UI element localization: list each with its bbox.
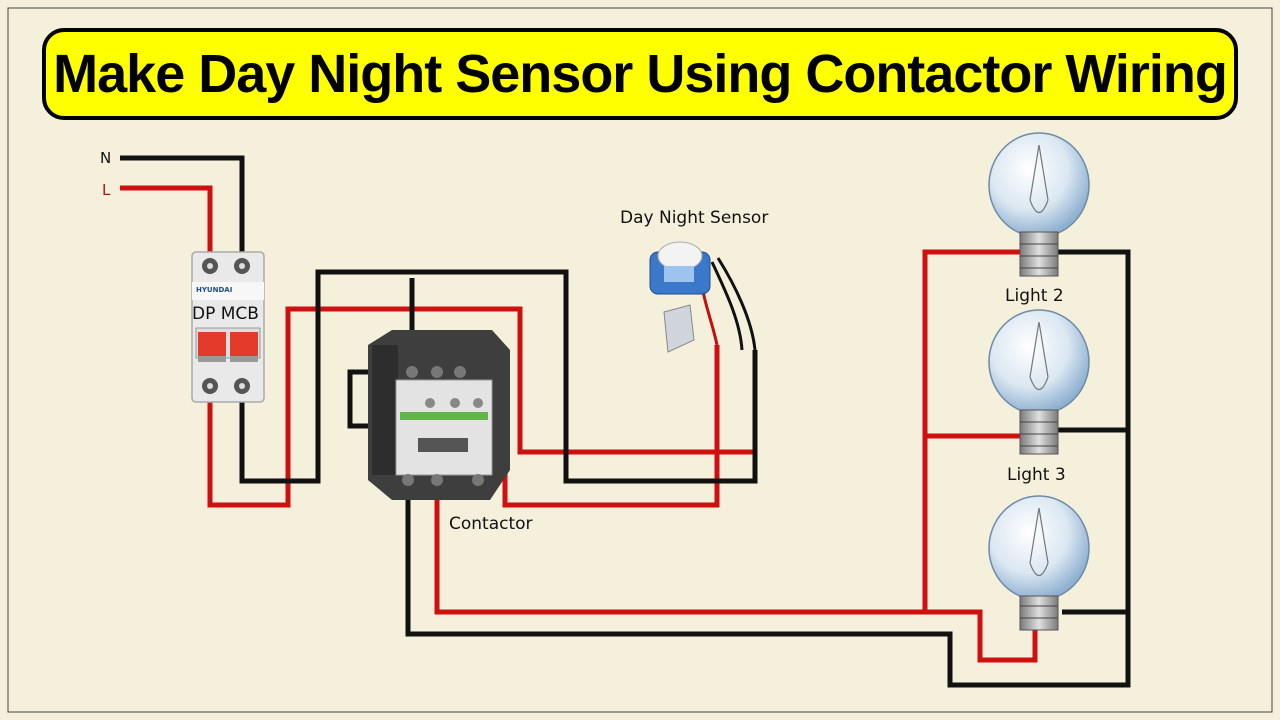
- bulb-light-1: [988, 132, 1090, 277]
- contactor-a1-terminal: [473, 398, 483, 408]
- mcb-toggle-2: [230, 332, 258, 356]
- mcb-label: DP MCB: [192, 304, 259, 324]
- mcb-toggle-1: [198, 332, 226, 356]
- neutral-return: [405, 249, 1131, 688]
- live-supply-wire: [120, 185, 213, 262]
- diagram-title: Make Day Night Sensor Using Contactor Wi…: [53, 44, 1228, 104]
- bulb-light-2: [988, 309, 1090, 455]
- contactor-label: Contactor: [449, 514, 533, 534]
- mcb-brand-label: HYUNDAI: [196, 286, 233, 294]
- neutral-wires: [120, 155, 1131, 688]
- contactor-device: [368, 330, 510, 500]
- light3-live-feed: [925, 609, 1038, 663]
- dp-mcb-device: [191, 251, 265, 403]
- neutral-supply-wire: [120, 155, 245, 262]
- title-banner: Make Day Night Sensor Using Contactor Wi…: [42, 28, 1238, 120]
- contactor-a2-terminal: [406, 366, 418, 378]
- sensor-label: Day Night Sensor: [620, 208, 769, 228]
- light2-label: Light 2: [1005, 286, 1064, 306]
- contactor-l1-terminal: [431, 366, 443, 378]
- live-wires: [120, 185, 1038, 663]
- bulb-light-3: [988, 495, 1090, 631]
- live-label: L: [102, 181, 111, 199]
- mcb-out-neutral: [239, 269, 758, 484]
- light3-label: Light 3: [1007, 465, 1066, 485]
- day-night-sensor-device: [649, 241, 757, 353]
- diagram-frame: [7, 7, 1273, 713]
- contactor-t1-terminal: [431, 474, 443, 486]
- neutral-label: N: [100, 149, 112, 167]
